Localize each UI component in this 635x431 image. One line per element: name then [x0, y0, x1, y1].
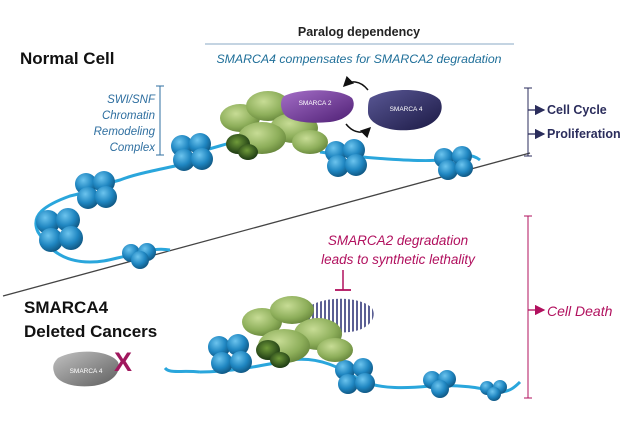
exchange-arrow-bottom — [345, 123, 372, 139]
normal-cell-title: Normal Cell — [20, 49, 115, 68]
dna-tail — [163, 366, 201, 374]
deleted-cancers-title: SMARCA4 Deleted Cancers — [24, 296, 157, 344]
cell-cycle-label: Cell Cycle — [547, 103, 607, 117]
synthetic-lethality-line: leads to synthetic lethality — [321, 252, 475, 267]
smarca4-deleted-label: SMARCA 4 — [69, 368, 103, 375]
swi-snf-label-line: Remodeling — [93, 126, 155, 138]
swi-snf-complex-cancer — [242, 296, 353, 368]
deleted-cancers-title-line: Deleted Cancers — [24, 322, 158, 341]
synthetic-lethality-line: SMARCA2 degradation — [327, 233, 469, 248]
smarca2-protein — [281, 90, 354, 123]
proliferation-label: Proliferation — [547, 127, 621, 141]
nucleosome — [480, 380, 507, 401]
exchange-arrow-top — [342, 75, 369, 91]
deletion-x-mark: X — [114, 347, 133, 377]
nucleosome — [208, 334, 252, 374]
swi-snf-label-line: SWI/SNF — [107, 94, 155, 106]
nucleosome — [423, 370, 456, 398]
smarca4-deleted-protein — [53, 351, 119, 387]
nucleosome — [36, 208, 83, 252]
cell-death-label: Cell Death — [547, 303, 613, 319]
swi-snf-label: SWI/SNF Chromatin Remodeling Complex — [60, 92, 155, 156]
nucleosome — [122, 243, 156, 269]
swi-snf-label-line: Chromatin — [101, 110, 155, 122]
swi-snf-label-line: Complex — [109, 142, 155, 154]
smarca4-protein — [368, 89, 442, 131]
nucleosome — [75, 171, 117, 209]
paralog-title: Paralog dependency — [297, 25, 421, 39]
nucleosome — [325, 139, 367, 177]
paralog-subtitle: SMARCA4 compensates for SMARCA2 degradat… — [216, 52, 502, 66]
smarca2-label: SMARCA 2 — [298, 100, 332, 107]
synthetic-lethality-label: SMARCA2 degradation leads to synthetic l… — [298, 231, 498, 269]
nucleosome — [434, 146, 473, 180]
nucleosome — [171, 133, 213, 171]
deleted-cancers-title-line: SMARCA4 — [24, 298, 109, 317]
nucleosome — [335, 358, 375, 394]
smarca4-label: SMARCA 4 — [389, 106, 423, 113]
